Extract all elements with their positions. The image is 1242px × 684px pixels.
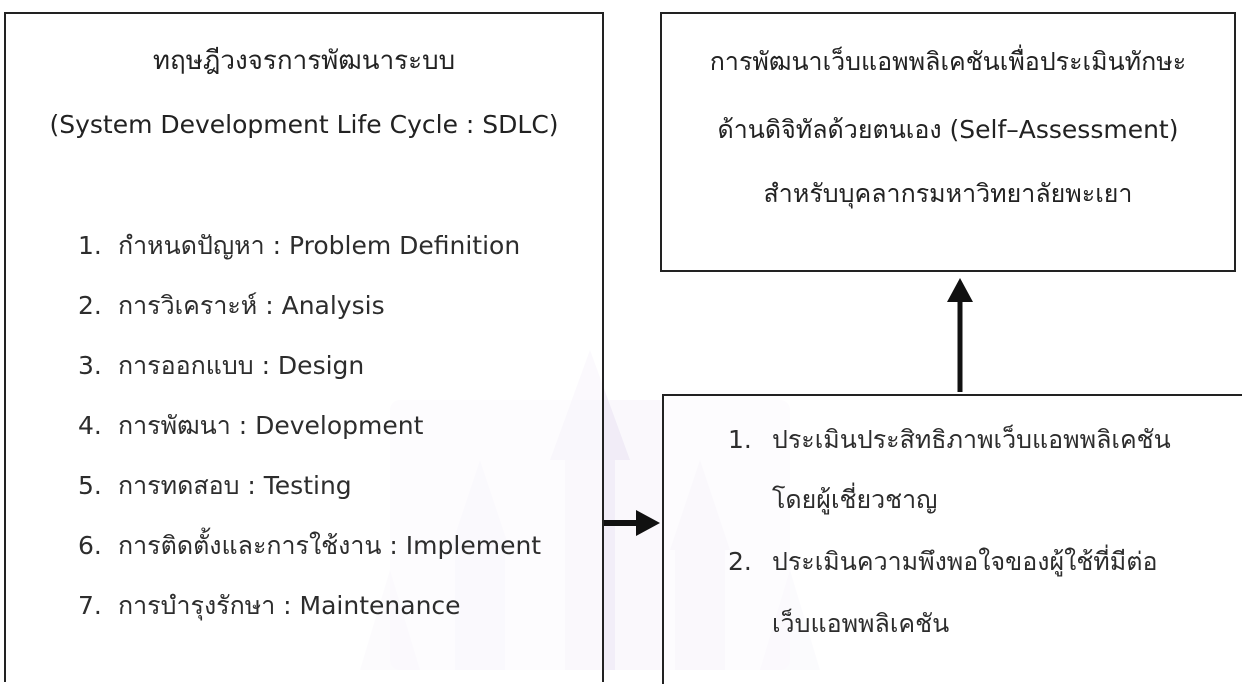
sdlc-title-thai: ทฤษฎีวงจรการพัฒนาระบบ (152, 46, 456, 76)
sdlc-step: 1.กำหนดปัญหา : Problem Definition (78, 231, 521, 260)
arrow-left-to-evaluation (604, 510, 660, 536)
evaluation-box: 1.ประเมินประสิทธิภาพเว็บแอพพลิเคชัน โดยผ… (662, 394, 1242, 684)
goal-line: การพัฒนาเว็บแอพพลิเคชันเพื่อประเมินทักษะ (709, 47, 1187, 76)
evaluation-item: 1.ประเมินประสิทธิภาพเว็บแอพพลิเคชัน (728, 425, 1171, 454)
flow-arrows (604, 278, 973, 536)
sdlc-step: 6.การติดตั้งและการใช้งาน : Implement (78, 531, 542, 560)
goal-line: ด้านดิจิทัลด้วยตนเอง (Self–Assessment) (717, 115, 1179, 144)
sdlc-step: 4.การพัฒนา : Development (78, 411, 424, 440)
arrow-evaluation-to-goal (947, 278, 973, 392)
evaluation-item: 2.ประเมินความพึงพอใจของผู้ใช้ที่มีต่อ (728, 547, 1158, 576)
goal-line: สำหรับบุคลากรมหาวิทยาลัยพะเยา (763, 179, 1133, 208)
sdlc-box: ทฤษฎีวงจรการพัฒนาระบบ (System Developmen… (4, 12, 604, 682)
goal-box: การพัฒนาเว็บแอพพลิเคชันเพื่อประเมินทักษะ… (660, 12, 1236, 272)
sdlc-step: 5.การทดสอบ : Testing (78, 471, 352, 500)
sdlc-step: 7.การบำรุงรักษา : Maintenance (78, 591, 461, 620)
evaluation-item-continued: เว็บแอพพลิเคชัน (772, 609, 950, 638)
sdlc-step: 3.การออกแบบ : Design (78, 351, 365, 380)
evaluation-item-continued: โดยผู้เชี่ยวชาญ (772, 485, 938, 514)
sdlc-step: 2.การวิเคราะห์ : Analysis (78, 291, 385, 320)
sdlc-title-english: (System Development Life Cycle : SDLC) (49, 110, 559, 139)
